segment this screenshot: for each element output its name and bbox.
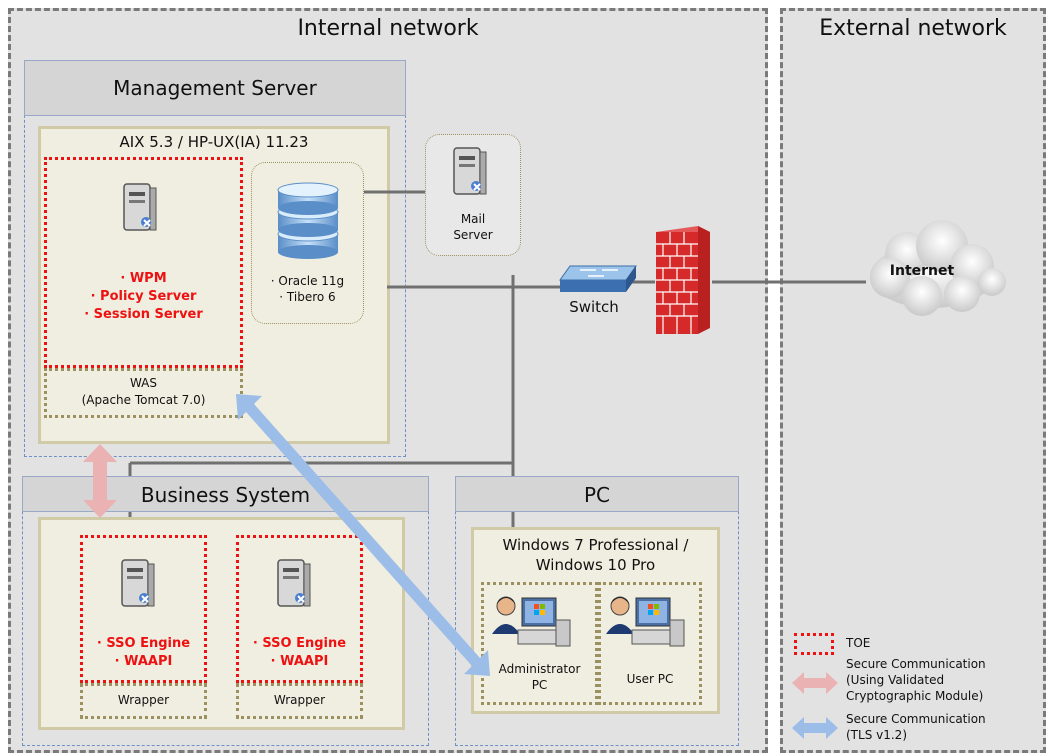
internet-label: Internet	[889, 263, 955, 279]
server-icon	[277, 559, 311, 607]
mail-line2: Server	[453, 228, 493, 242]
legend-blue-line1: Secure Communication	[846, 712, 986, 726]
db-line1: · Oracle 11g	[270, 274, 345, 288]
cloud-icon	[870, 220, 1006, 316]
legend-toe-label: TOE	[846, 636, 871, 650]
user-pc-label: User PC	[626, 672, 674, 686]
was-line1: WAS	[129, 376, 158, 390]
blue-tls-arrow	[236, 394, 490, 676]
user-pc-box	[598, 582, 702, 705]
server-icon	[123, 183, 157, 231]
pink-crypto-arrow	[83, 444, 117, 518]
legend-toe-swatch	[794, 633, 834, 655]
pc-os-line1: Windows 7 Professional /	[502, 536, 689, 554]
wrapper2-box	[236, 683, 363, 719]
wrapper2-label: Wrapper	[273, 693, 326, 707]
business-box	[38, 517, 405, 730]
legend-pink-line1: Secure Communication	[846, 657, 986, 671]
admin-pc-line1: Administrator	[498, 662, 581, 676]
admin-pc-icon	[492, 596, 571, 647]
legend-pink-line3: Cryptographic Module)	[846, 689, 984, 703]
engine1-line2: · WAAPI	[114, 654, 173, 669]
admin-pc-box	[481, 582, 598, 705]
db-line2: · Tibero 6	[279, 290, 336, 304]
engine2-line2: · WAAPI	[270, 654, 329, 669]
legend-pink-arrow	[792, 672, 838, 694]
server-icon	[453, 147, 487, 195]
toe-management-line3: · Session Server	[84, 307, 203, 322]
engine1-line1: · SSO Engine	[96, 636, 191, 651]
pc-title-band	[455, 476, 739, 512]
switch-icon	[559, 265, 637, 292]
was-box	[44, 368, 243, 418]
mail-line1: Mail	[460, 212, 486, 226]
toe-management-line2: · Policy Server	[90, 289, 197, 304]
database-icon	[277, 182, 339, 259]
external-network-zone	[780, 8, 1046, 753]
pc-title: PC	[583, 483, 611, 507]
toe-management-line1: · WPM	[120, 271, 167, 286]
management-os-label: AIX 5.3 / HP-UX(IA) 11.23	[119, 133, 309, 151]
server-icon	[121, 559, 155, 607]
management-server-title: Management Server	[113, 76, 317, 100]
management-server-title-band	[24, 60, 406, 116]
toe-engine2-box	[236, 535, 363, 683]
firewall-icon	[656, 226, 710, 334]
engine2-line1: · SSO Engine	[252, 636, 347, 651]
wrapper1-box	[80, 683, 207, 719]
switch-label: Switch	[569, 298, 619, 316]
user-pc-icon	[606, 596, 685, 647]
pc-os-line2: Windows 10 Pro	[535, 556, 656, 574]
was-line2: (Apache Tomcat 7.0)	[81, 393, 206, 407]
legend-blue-line2: (TLS v1.2)	[846, 728, 907, 742]
internal-network-title: Internal network	[297, 16, 479, 41]
legend-pink-line2: (Using Validated	[846, 673, 945, 687]
toe-management-box	[44, 157, 243, 368]
wrapper1-label: Wrapper	[117, 693, 170, 707]
admin-pc-line2: PC	[531, 678, 548, 692]
external-network-title: External network	[819, 16, 1007, 41]
legend-blue-arrow	[792, 717, 838, 739]
business-system-title: Business System	[140, 483, 311, 507]
toe-engine1-box	[80, 535, 207, 683]
